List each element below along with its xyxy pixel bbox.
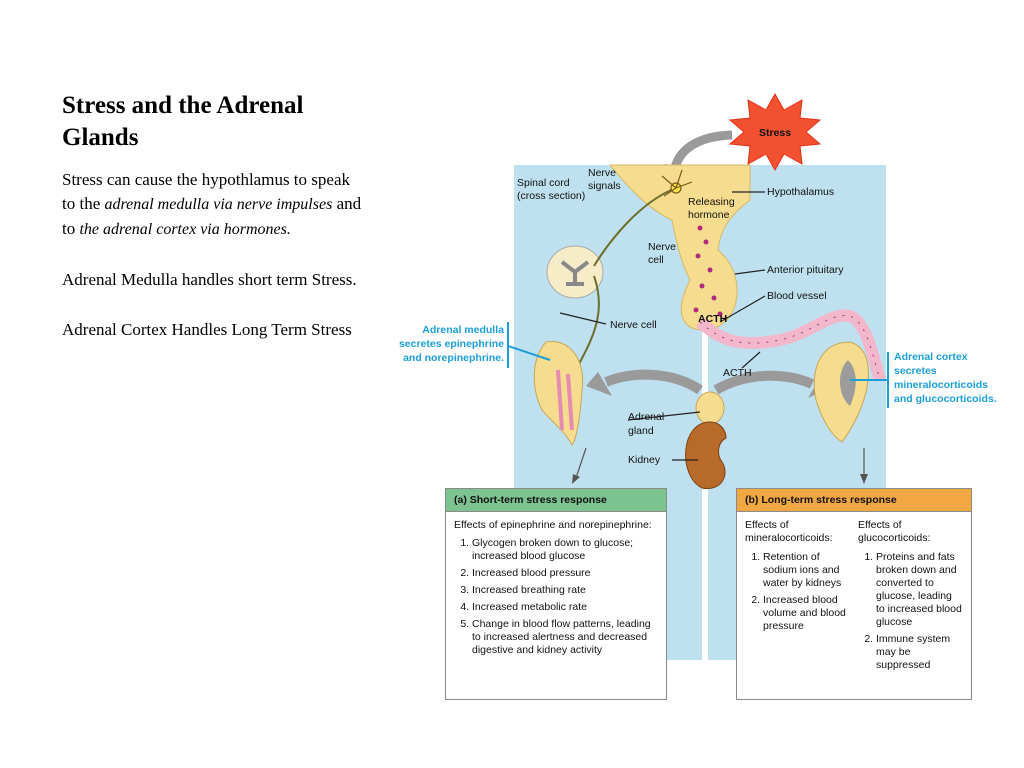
list-item: Increased blood volume and blood pressur… (763, 594, 850, 633)
mineralocorticoid-list: Retention of sodium ions and water by ki… (745, 551, 850, 633)
nerve-cell-label: Nerve cell (610, 319, 657, 331)
mineralocorticoid-title: Effects of mineralocorticoids: (745, 519, 833, 544)
short-term-effects-list: Glycogen broken down to glucose; increas… (454, 537, 658, 657)
long-term-response-box: (b) Long-term stress response Effects of… (736, 488, 972, 700)
list-item: Increased metabolic rate (472, 601, 658, 614)
stress-label: Stress (759, 127, 791, 139)
list-item: Immune system may be suppressed (876, 633, 963, 672)
mineralocorticoid-column: Effects of mineralocorticoids: Retention… (745, 519, 850, 676)
kidney-shape (685, 421, 727, 490)
stress-burst-icon (728, 92, 822, 172)
list-item: Increased breathing rate (472, 584, 658, 597)
p1-text-a: Stress can cause the hypothlamus to spea… (62, 170, 350, 213)
paragraph-medulla: Adrenal Medulla handles short term Stres… (62, 270, 357, 289)
arrow-left-head-icon (586, 372, 612, 396)
blood-vessel-label: Blood vessel (767, 290, 827, 302)
short-term-header: (a) Short-term stress response (446, 489, 666, 512)
adrenal-gland-center-shape (695, 391, 725, 425)
list-item: Retention of sodium ions and water by ki… (763, 551, 850, 590)
glucocorticoid-title: Effects of glucocorticoids: (858, 519, 931, 544)
arrow-to-medulla (604, 369, 703, 395)
releasing-hormone-label: Releasing (688, 196, 735, 208)
nerve-cell-top-sub-label: cell (648, 254, 664, 266)
anterior-pituitary-label: Anterior pituitary (767, 264, 844, 276)
short-term-response-box: (a) Short-term stress response Effects o… (445, 488, 667, 700)
cortex-label-3: mineralocorticoids (894, 379, 988, 391)
nerve-cell-top-label: Nerve (648, 241, 676, 253)
p1-text-c: and to (62, 194, 362, 238)
arrow-to-cortex (713, 370, 815, 395)
nerve-signals-sub-label: signals (588, 180, 621, 192)
medulla-label-3: and norepinephrine. (403, 352, 504, 364)
acth-inside-label: ACTH (698, 313, 727, 325)
glucocorticoid-column: Effects of glucocorticoids: Proteins and… (858, 519, 963, 676)
nerve-path (593, 187, 677, 267)
cortex-label-2: secretes (894, 365, 937, 377)
hypothalamus-label: Hypothalamus (767, 186, 834, 198)
adrenal-gland-sub-label: gland (628, 425, 654, 437)
spinal-cord-sub-label: (cross section) (517, 190, 585, 202)
nerve-signals-label: Nerve (588, 167, 616, 179)
long-term-header: (b) Long-term stress response (737, 489, 971, 512)
hypothalamus-shape (608, 164, 751, 331)
medulla-label-1: Adrenal medulla (422, 324, 504, 336)
spinal-cord-label: Spinal cord (517, 177, 570, 189)
slide-title: Stress and the Adrenal Glands (62, 92, 304, 151)
slide-body: Stress can cause the hypothlamus to spea… (62, 168, 362, 368)
right-adrenal-gland-shape (813, 341, 869, 443)
paragraph-pathways: Stress can cause the hypothlamus to spea… (62, 168, 362, 242)
adrenal-gland-label: Adrenal (628, 411, 664, 423)
acth-label: ACTH (723, 367, 752, 379)
paragraph-cortex: Adrenal Cortex Handles Long Term Stress (62, 320, 352, 339)
p1-emph-cortex: the adrenal cortex via hormones. (79, 221, 291, 238)
releasing-hormone-sub-label: hormone (688, 209, 730, 221)
glucocorticoid-list: Proteins and fats broken down and conver… (858, 551, 963, 672)
nerve-cell-icon (661, 169, 693, 197)
p1-emph-medulla: adrenal medulla via nerve impulses (104, 196, 333, 213)
stress-arrow (670, 130, 733, 170)
short-term-effects-title: Effects of epinephrine and norepinephrin… (454, 519, 652, 531)
list-item: Glycogen broken down to glucose; increas… (472, 537, 658, 563)
cortex-label-4: and glucocorticoids. (894, 393, 997, 405)
list-item: Change in blood flow patterns, leading t… (472, 618, 658, 657)
list-item: Increased blood pressure (472, 567, 658, 580)
medulla-label-2: secretes epinephrine (399, 338, 504, 350)
list-item: Proteins and fats broken down and conver… (876, 551, 963, 629)
kidney-label: Kidney (628, 454, 661, 466)
cortex-label-1: Adrenal cortex (894, 351, 968, 363)
hormone-dots (693, 225, 723, 317)
